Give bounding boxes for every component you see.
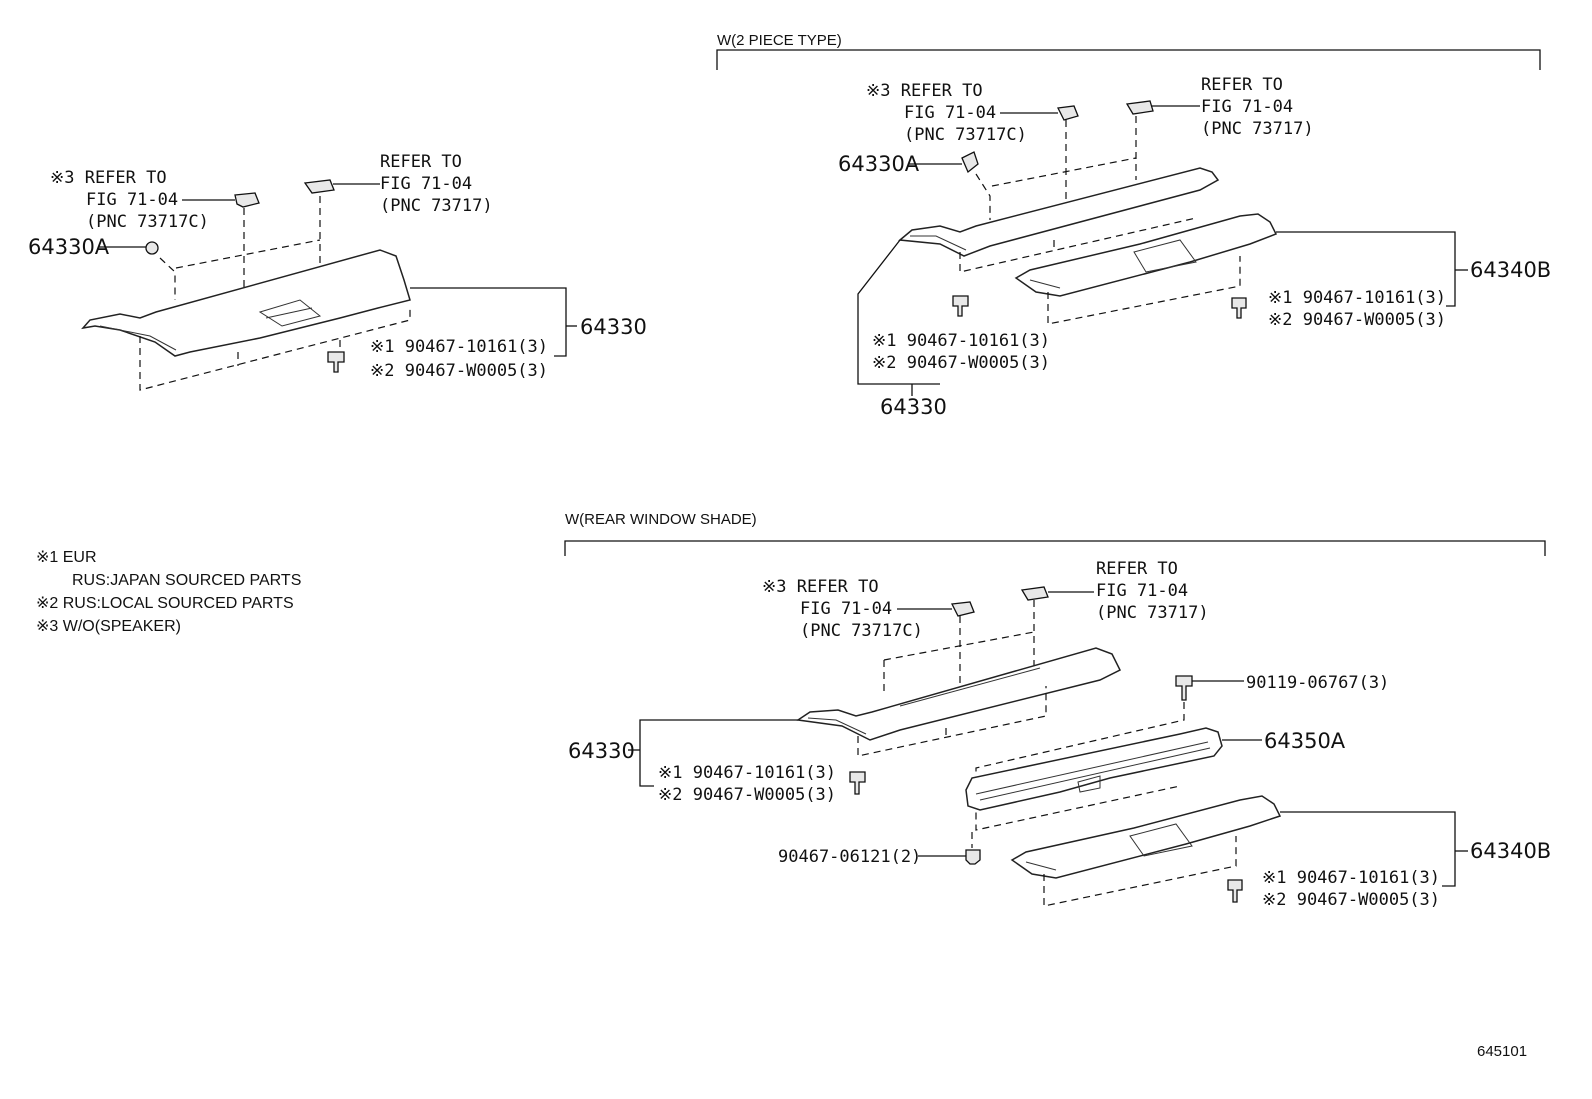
two-piece-assembly: ※3 REFER TO FIG 71-04 (PNC 73717C) REFER… (838, 75, 1551, 419)
rs-rear-panel (1010, 795, 1282, 879)
header-two-piece: W(2 PIECE TYPE) (716, 32, 1541, 70)
left-ref-a-line2: FIG 71-04 (86, 190, 178, 210)
header-two-piece-text: W(2 PIECE TYPE) (717, 32, 842, 49)
rs-retainer-clip-icon (1020, 586, 1049, 601)
tp-ref-a-line2: FIG 71-04 (904, 103, 996, 123)
rs-ref-a-line3: (PNC 73717C) (800, 621, 923, 641)
left-ref-a-line3: (PNC 73717C) (86, 212, 209, 232)
left-screw-icon (145, 241, 159, 255)
rs-clip-icon-1 (849, 771, 866, 795)
tp-retainer-clip-icon (1125, 100, 1154, 115)
rs-clip-icon-2 (1227, 879, 1243, 903)
tp-rear-clip-2: ※2 90467-W0005(3) (1268, 310, 1446, 330)
rs-front-clip-2: ※2 90467-W0005(3) (658, 785, 836, 805)
tp-front-clip-2: ※2 90467-W0005(3) (872, 353, 1050, 373)
left-clip-2: ※2 90467-W0005(3) (370, 361, 548, 381)
tp-ref-a-line3: (PNC 73717C) (904, 125, 1027, 145)
rs-speaker-clip-icon (951, 601, 975, 617)
tp-screw-icon (961, 151, 979, 174)
left-ref-b-line3: (PNC 73717) (380, 196, 493, 216)
tp-64330A-label: 64330A (838, 152, 920, 176)
rs-ref-b-line2: FIG 71-04 (1096, 581, 1188, 601)
tp-front-clip-1: ※1 90467-10161(3) (872, 331, 1050, 351)
rs-rear-clip-1: ※1 90467-10161(3) (1262, 868, 1440, 888)
left-ref-b-line2: FIG 71-04 (380, 174, 472, 194)
left-speaker-clip-icon (234, 192, 260, 208)
note-2: ※2 RUS:LOCAL SOURCED PARTS (36, 595, 294, 612)
rear-shade-assembly: ※3 REFER TO FIG 71-04 (PNC 73717C) REFER… (568, 559, 1551, 910)
tp-ref-b-line3: (PNC 73717) (1201, 119, 1314, 139)
tp-rear-clip-1: ※1 90467-10161(3) (1268, 288, 1446, 308)
tp-64330-label: 64330 (880, 395, 947, 419)
left-clip-icon (327, 351, 345, 373)
tp-front-panel (898, 167, 1220, 257)
header-rear-shade-text: W(REAR WINDOW SHADE) (565, 511, 757, 528)
rs-rear-clip-2: ※2 90467-W0005(3) (1262, 890, 1440, 910)
tp-speaker-clip-icon (1057, 105, 1079, 121)
rs-ref-a-line1: ※3 REFER TO (762, 577, 879, 597)
rs-headliner-panel (795, 647, 1122, 741)
rs-64350A-label: 64350A (1264, 729, 1346, 753)
left-ref-b-line1: REFER TO (380, 152, 462, 172)
rs-clip-06121-label: 90467-06121(2) (778, 847, 921, 867)
rs-ref-a-line2: FIG 71-04 (800, 599, 892, 619)
tp-rear-panel (1014, 213, 1278, 297)
tp-64340B-label: 64340B (1470, 258, 1551, 282)
rs-64340B-label: 64340B (1470, 839, 1551, 863)
rs-clip-06121-icon (965, 849, 981, 865)
left-assembly: ※3 REFER TO FIG 71-04 (PNC 73717C) REFER… (28, 152, 647, 391)
tp-ref-b-line2: FIG 71-04 (1201, 97, 1293, 117)
rs-bolt-label: 90119-06767(3) (1246, 673, 1389, 693)
footnotes: ※1 EUR RUS:JAPAN SOURCED PARTS ※2 RUS:LO… (36, 549, 301, 635)
rs-ref-b-line3: (PNC 73717) (1096, 603, 1209, 623)
figure-number: 645101 (1477, 1043, 1527, 1060)
note-3: ※3 W/O(SPEAKER) (36, 618, 181, 635)
tp-clip-icon-2 (1231, 297, 1247, 319)
rs-window-shade (965, 727, 1223, 811)
tp-ref-a-line1: ※3 REFER TO (866, 81, 983, 101)
left-retainer-clip-icon (303, 179, 335, 194)
tp-ref-b-line1: REFER TO (1201, 75, 1283, 95)
note-1: ※1 EUR (36, 549, 97, 566)
left-64330A-label: 64330A (28, 235, 110, 259)
left-ref-a-line1: ※3 REFER TO (50, 168, 167, 188)
rs-bolt-icon (1175, 675, 1193, 701)
left-64330-label: 64330 (580, 315, 647, 339)
left-headliner-panel (81, 249, 411, 357)
tp-clip-icon-1 (952, 295, 969, 317)
rs-front-clip-1: ※1 90467-10161(3) (658, 763, 836, 783)
note-1-sub: RUS:JAPAN SOURCED PARTS (72, 572, 301, 589)
rs-64330-label: 64330 (568, 739, 635, 763)
left-clip-1: ※1 90467-10161(3) (370, 337, 548, 357)
header-rear-shade: W(REAR WINDOW SHADE) (564, 511, 1546, 556)
rs-ref-b-line1: REFER TO (1096, 559, 1178, 579)
